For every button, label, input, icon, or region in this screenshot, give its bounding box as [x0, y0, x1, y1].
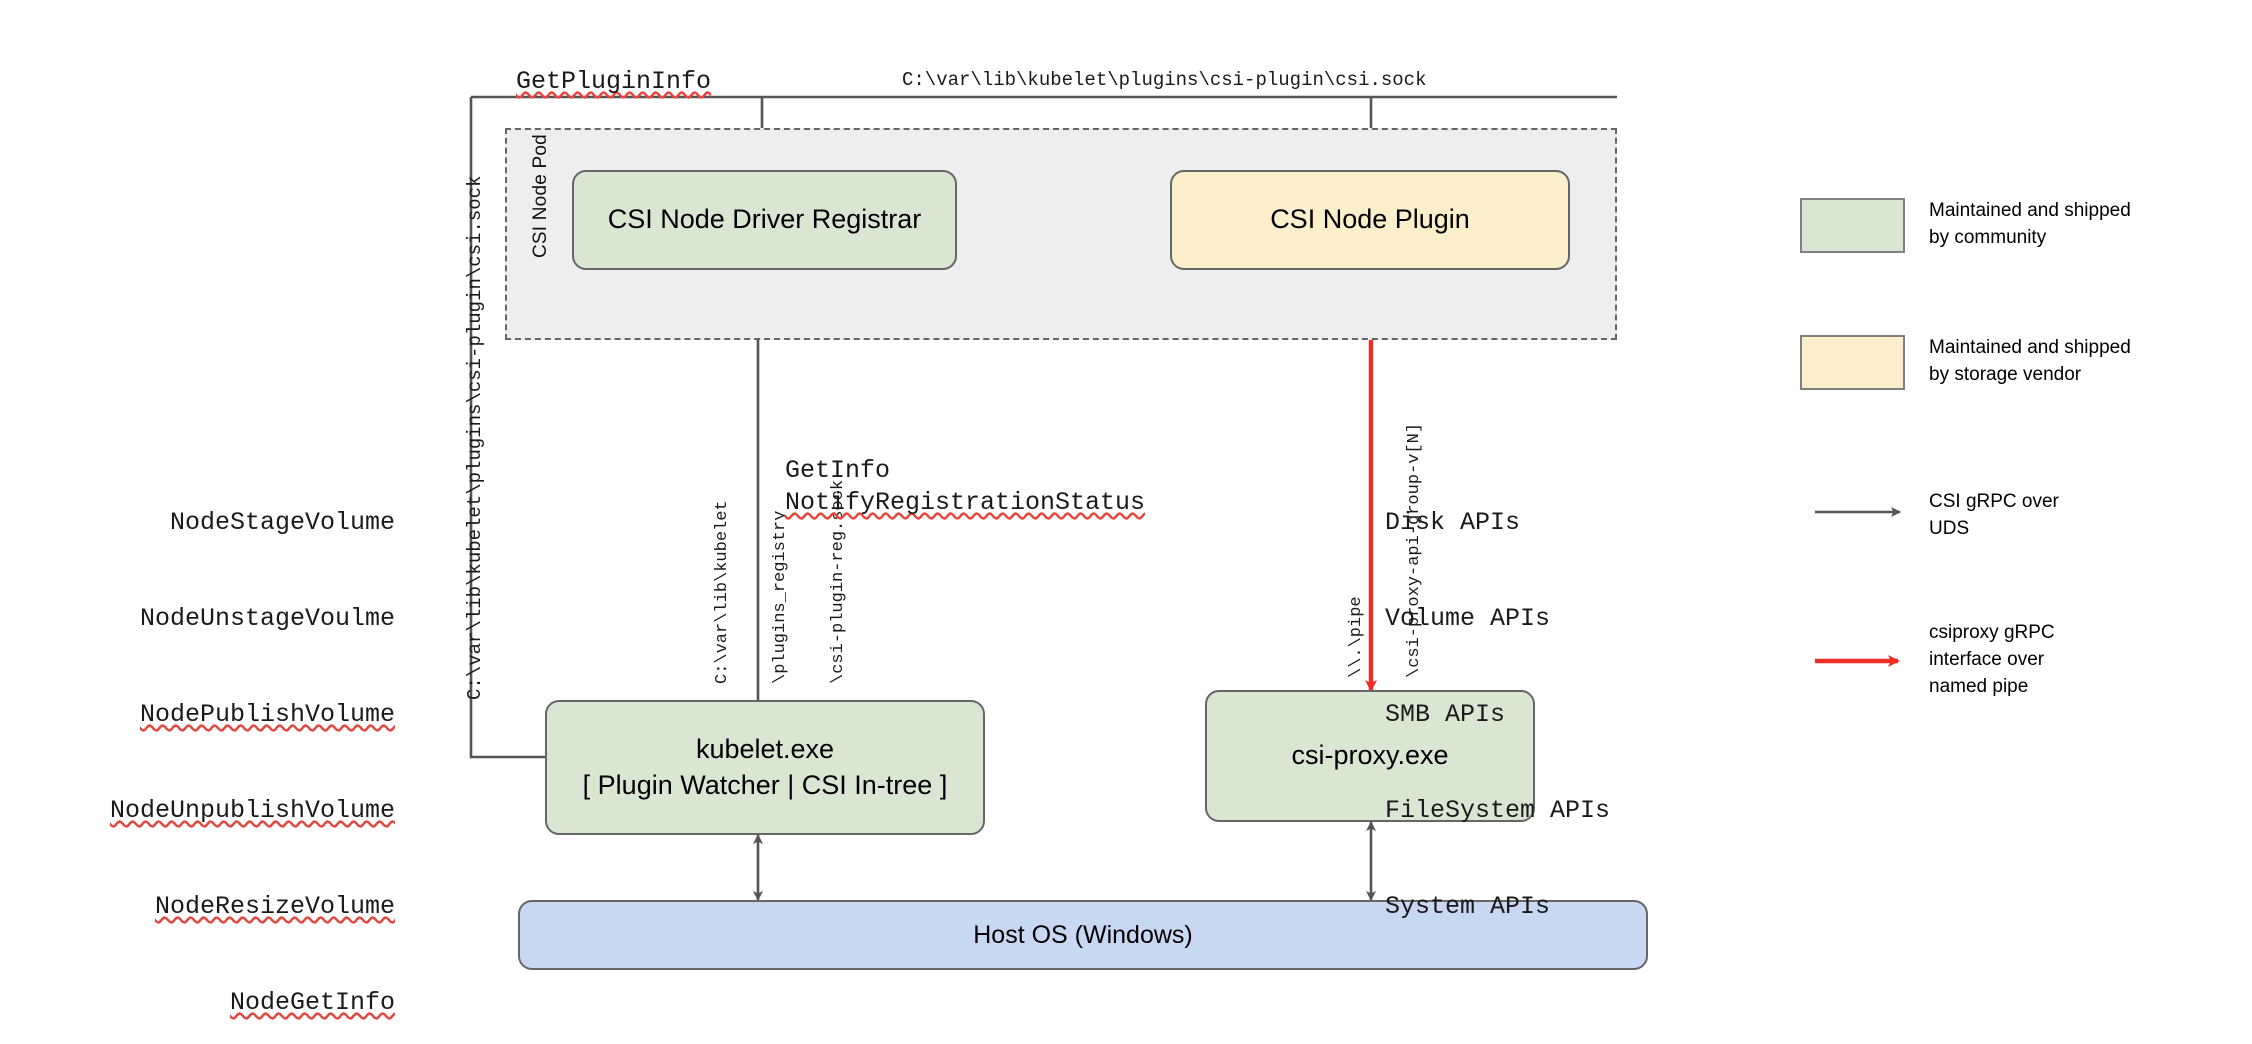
csi-proxy-api-item: Volume APIs [1385, 604, 1551, 633]
csi-proxy-api-item: Disk APIs [1385, 508, 1521, 537]
csi-proxy-api-item: System APIs [1385, 892, 1551, 921]
annotation-csi-sock-path-vertical: C:\var\lib\kubelet\plugins\csi-plugin\cs… [464, 175, 486, 701]
node-csi-node-driver-registrar-label: CSI Node Driver Registrar [607, 204, 922, 235]
annotation-csi-sock-path-top: C:\var\lib\kubelet\plugins\csi-plugin\cs… [902, 69, 1427, 91]
node-api-item: NodeUnstageVoulme [139, 604, 395, 633]
node-api-item: NodeUnpublishVolume [109, 796, 395, 825]
registry-path-line-1: C:\var\lib\kubelet [713, 500, 732, 684]
csi-proxy-api-list: Disk APIs Volume APIs SMB APIs FileSyste… [1385, 443, 1610, 987]
node-csi-node-driver-registrar[interactable]: CSI Node Driver Registrar [572, 170, 957, 270]
node-api-list: NodeStageVolume NodeUnstageVoulme NodePu… [70, 443, 395, 1044]
node-csi-node-plugin-label: CSI Node Plugin [1270, 204, 1470, 235]
annotation-registrar-calls: GetInfo NotifyRegistrationStatus [785, 455, 1145, 519]
csi-proxy-api-item: SMB APIs [1385, 700, 1506, 729]
legend-label-csiproxy-named-pipe: csiproxy gRPC interface over named pipe [1929, 622, 2055, 697]
csi-node-pod-label: CSI Node Pod [530, 134, 551, 258]
node-kubelet-label-line2: [ Plugin Watcher | CSI In-tree ] [582, 769, 948, 800]
node-csi-proxy[interactable]: csi-proxy.exe [1205, 690, 1535, 822]
node-csi-proxy-label: csi-proxy.exe [1291, 740, 1449, 771]
node-api-item: NodeStageVolume [169, 508, 395, 537]
pipe-path-line-1: \\.\pipe [1347, 596, 1366, 678]
legend-swatch-community [1800, 198, 1905, 253]
node-csi-node-plugin[interactable]: CSI Node Plugin [1170, 170, 1570, 270]
registrar-call-getinfo: GetInfo [785, 456, 891, 485]
node-host-os[interactable]: Host OS (Windows) [518, 900, 1648, 970]
legend-label-csi-grpc-uds: CSI gRPC over UDS [1929, 491, 2059, 539]
legend-swatch-vendor [1800, 335, 1905, 390]
node-host-os-label: Host OS (Windows) [973, 920, 1193, 949]
legend-label-community: Maintained and shipped by community [1929, 200, 2131, 248]
registrar-call-notifyregistrationstatus: NotifyRegistrationStatus [785, 488, 1146, 517]
node-api-item: NodeResizeVolume [154, 892, 395, 921]
node-kubelet[interactable]: kubelet.exe [ Plugin Watcher | CSI In-tr… [545, 700, 985, 835]
node-kubelet-label-line1: kubelet.exe [695, 733, 835, 764]
csi-proxy-api-item: FileSystem APIs [1385, 796, 1611, 825]
annotation-getplugininfo: GetPluginInfo [516, 67, 712, 96]
node-api-item: NodeGetInfo [229, 988, 395, 1017]
legend-label-vendor: Maintained and shipped by storage vendor [1929, 337, 2131, 385]
node-api-item: NodePublishVolume [139, 700, 395, 729]
